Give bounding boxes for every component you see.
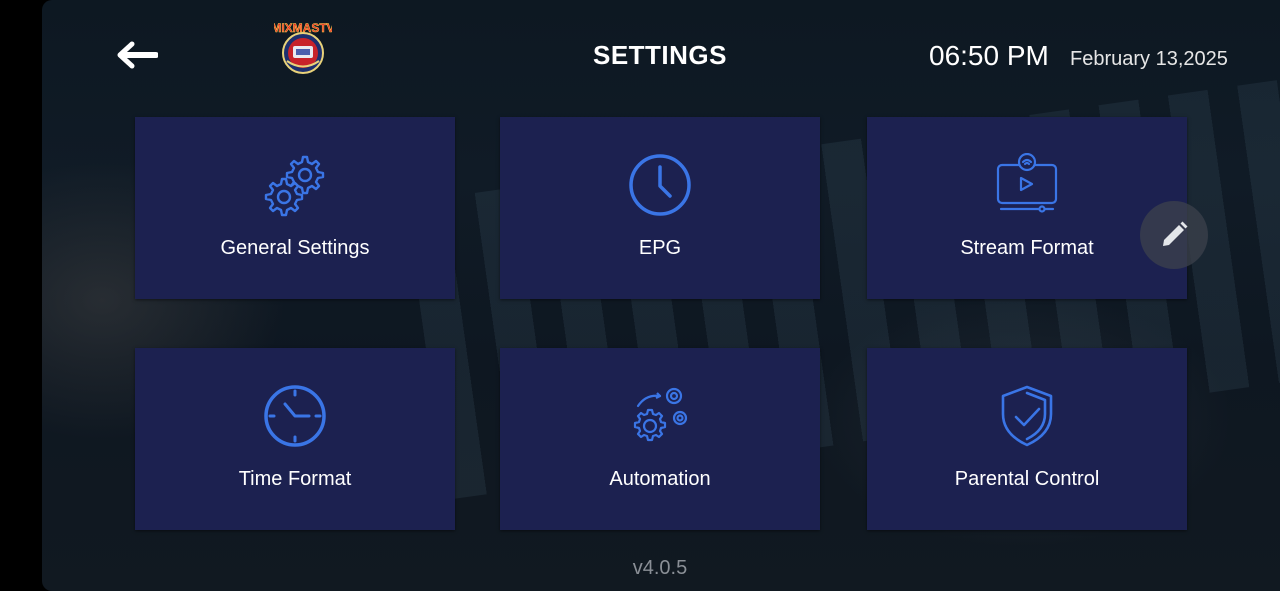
shield-check-icon <box>1001 385 1053 447</box>
tile-label: Stream Format <box>960 237 1094 259</box>
automation-gears-icon <box>633 387 688 442</box>
gears-icon <box>264 155 325 217</box>
tile-label: General Settings <box>220 237 370 259</box>
arrow-left-icon <box>117 41 158 69</box>
svg-text:MIXMASTV: MIXMASTV <box>274 21 332 35</box>
tile-label: Time Format <box>238 468 352 490</box>
edit-button[interactable] <box>1140 201 1208 269</box>
app-version: v4.0.5 <box>632 557 688 579</box>
tile-stream-format[interactable]: Stream Format <box>867 117 1187 299</box>
tile-general-settings[interactable]: General Settings <box>135 117 455 299</box>
tile-label: EPG <box>638 237 682 259</box>
clock-icon <box>629 154 691 216</box>
app-logo: MIXMASTV <box>271 18 335 78</box>
clock-time: 06:50 PM <box>929 40 1049 71</box>
page-title: SETTINGS <box>592 40 727 70</box>
time-format-clock-icon <box>264 385 326 447</box>
stream-tv-icon <box>996 153 1058 213</box>
tile-time-format[interactable]: Time Format <box>135 348 455 530</box>
tile-epg[interactable]: EPG <box>500 117 820 299</box>
top-bar: MIXMASTV SETTINGS 06:50 PM February 13,2… <box>0 0 1280 110</box>
tile-parental-control[interactable]: Parental Control <box>867 348 1187 530</box>
tile-label: Automation <box>609 468 711 490</box>
current-date: February 13,2025 <box>1070 48 1228 70</box>
back-button[interactable] <box>112 34 162 76</box>
tile-label: Parental Control <box>954 468 1100 490</box>
pencil-icon <box>1163 221 1188 246</box>
tile-automation[interactable]: Automation <box>500 348 820 530</box>
